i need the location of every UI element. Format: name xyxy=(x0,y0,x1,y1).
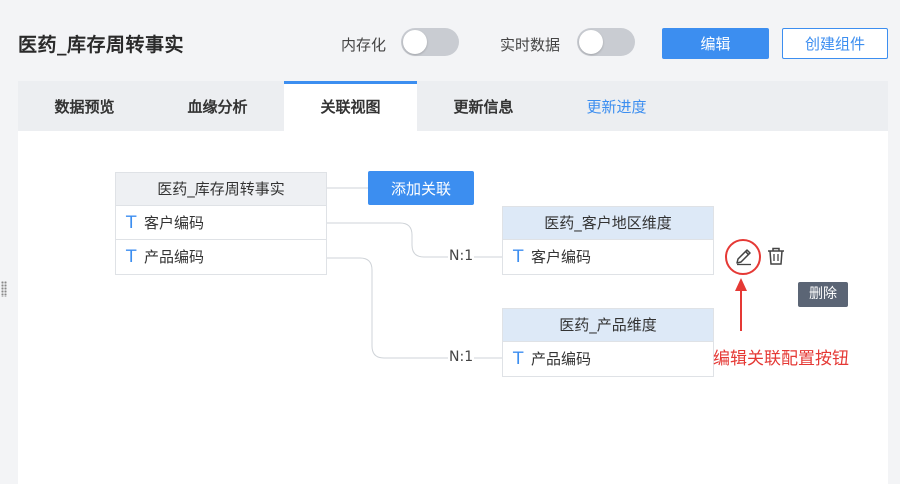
field-name: 产品编码 xyxy=(531,350,592,368)
field-name: 客户编码 xyxy=(144,214,205,232)
toggle-knob xyxy=(403,30,427,54)
add-relation-button[interactable]: 添加关联 xyxy=(368,171,474,205)
dimension-table-card[interactable]: 医药_产品维度 T 产品编码 xyxy=(502,308,714,377)
toggle-knob xyxy=(579,30,603,54)
memory-toggle[interactable] xyxy=(401,28,459,56)
create-component-button[interactable]: 创建组件 xyxy=(782,28,888,59)
cardinality-label: N:1 xyxy=(448,349,475,365)
tab-lineage-analysis[interactable]: 血缘分析 xyxy=(187,98,248,116)
delete-tooltip: 删除 xyxy=(798,282,848,307)
page-title: 医药_库存周转事实 xyxy=(18,34,185,56)
field-row: T 产品编码 xyxy=(503,342,713,376)
tab-update-progress[interactable]: 更新进度 xyxy=(586,98,647,116)
tab-relation-view[interactable]: 关联视图 xyxy=(284,81,417,131)
realtime-toggle[interactable] xyxy=(577,28,635,56)
field-name: 客户编码 xyxy=(531,248,592,266)
fact-table-card[interactable]: 医药_库存周转事实 T 客户编码 T 产品编码 xyxy=(115,172,327,275)
annotation-highlight-circle xyxy=(725,239,761,275)
text-type-icon: T xyxy=(513,349,524,369)
drag-handle-icon[interactable] xyxy=(1,281,7,297)
edit-button[interactable]: 编辑 xyxy=(662,28,769,59)
memory-toggle-label: 内存化 xyxy=(341,36,387,54)
text-type-icon: T xyxy=(513,247,524,267)
field-name: 产品编码 xyxy=(144,248,205,266)
fact-table-name: 医药_库存周转事实 xyxy=(116,173,326,206)
cardinality-label: N:1 xyxy=(448,248,475,264)
realtime-toggle-label: 实时数据 xyxy=(500,36,561,54)
tab-bar: 数据预览 血缘分析 关联视图 更新信息 更新进度 xyxy=(18,81,888,131)
dimension-table-card[interactable]: 医药_客户地区维度 T 客户编码 xyxy=(502,206,714,275)
field-row: T 产品编码 xyxy=(116,240,326,274)
field-row: T 客户编码 xyxy=(116,206,326,240)
annotation-text: 编辑关联配置按钮 xyxy=(713,349,849,369)
trash-icon[interactable] xyxy=(766,246,786,266)
dimension-table-name: 医药_产品维度 xyxy=(503,309,713,342)
text-type-icon: T xyxy=(126,213,137,233)
field-row: T 客户编码 xyxy=(503,240,713,274)
tab-update-info[interactable]: 更新信息 xyxy=(453,98,514,116)
dimension-table-name: 医药_客户地区维度 xyxy=(503,207,713,240)
tab-data-preview[interactable]: 数据预览 xyxy=(54,98,115,116)
text-type-icon: T xyxy=(126,247,137,267)
pencil-icon[interactable] xyxy=(734,246,754,266)
